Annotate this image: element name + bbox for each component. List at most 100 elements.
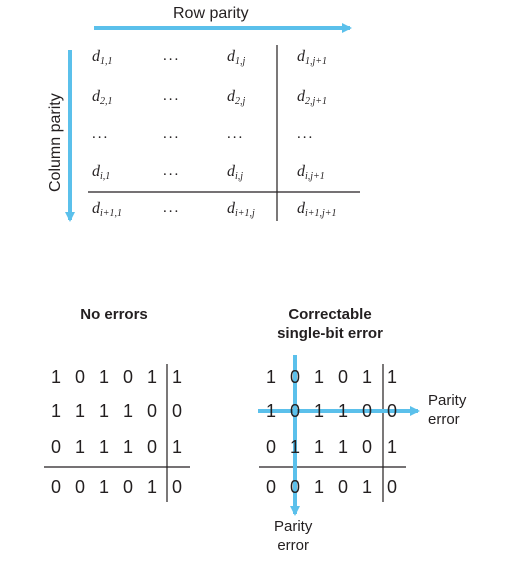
bit-cell: 1 (146, 367, 157, 387)
bit-cell: 1 (50, 401, 61, 421)
bit-cell: 1 (337, 437, 348, 457)
bit-cell: 0 (74, 367, 85, 387)
bit-cell: 1 (74, 437, 85, 457)
bit-cell: 1 (146, 477, 157, 497)
bit-cell: 1 (171, 437, 182, 457)
row-parity-error-line1: Parity (428, 392, 467, 409)
matrix-cell-subscript: 1,1 (100, 56, 113, 67)
bit-cell: 1 (74, 401, 85, 421)
matrix-cell-subscript: i+1,j+1 (305, 208, 337, 219)
row-parity-error-line2: error (428, 410, 460, 428)
bit-cell: 1 (265, 367, 276, 387)
bit-cell: 1 (313, 401, 324, 421)
bit-cell: 0 (386, 477, 397, 497)
bit-cell: 1 (265, 401, 276, 421)
matrix-cell-base: d (297, 88, 305, 105)
bit-cell: 1 (361, 477, 372, 497)
matrix-cell: d2,j+1 (297, 88, 327, 107)
matrix-cell-subscript: i+1,j (235, 208, 255, 219)
row-parity-error-label: Parity error (428, 392, 466, 430)
bit-cell: 0 (146, 401, 157, 421)
matrix-cell-base: d (227, 88, 235, 105)
column-parity-error-line1: Parity (274, 518, 313, 535)
matrix-cell-base: d (297, 163, 305, 180)
matrix-cell-subscript: 2,1 (100, 96, 113, 107)
bit-cell: 1 (337, 401, 348, 421)
matrix-cell-base: d (297, 48, 305, 65)
matrix-cell-base: d (227, 48, 235, 65)
bit-cell: 1 (98, 401, 109, 421)
bit-cell: 0 (74, 477, 85, 497)
bit-cell: 1 (386, 367, 397, 387)
matrix-ellipsis: ... (227, 126, 245, 142)
bit-cell: 1 (171, 367, 182, 387)
matrix-cell-base: d (92, 88, 100, 105)
bit-cell: 0 (386, 401, 397, 421)
matrix-ellipsis: ... (163, 200, 181, 216)
matrix-cell: di+1,j (227, 200, 255, 219)
matrix-cell: di+1,1 (92, 200, 122, 219)
matrix-cell: d1,j (227, 48, 245, 67)
bit-cell: 0 (265, 437, 276, 457)
matrix-ellipsis: ... (92, 126, 110, 142)
matrix-ellipsis: ... (163, 88, 181, 104)
bit-cell: 1 (98, 437, 109, 457)
matrix-cell-base: d (92, 48, 100, 65)
matrix-cell: di+1,j+1 (297, 200, 337, 219)
matrix-cell: d2,j (227, 88, 245, 107)
matrix-ellipsis: ... (163, 48, 181, 64)
matrix-cell-subscript: 2,j+1 (305, 96, 328, 107)
bit-cell: 1 (313, 477, 324, 497)
bit-cell: 0 (337, 367, 348, 387)
bit-cell: 1 (313, 437, 324, 457)
matrix-cell-subscript: i,j+1 (305, 171, 325, 182)
correctable-title-line2: single-bit error (277, 324, 383, 342)
correctable-title: Correctable single-bit error (250, 306, 410, 344)
matrix-cell-subscript: i+1,1 (100, 208, 123, 219)
matrix-cell-subscript: 1,j+1 (305, 56, 328, 67)
bit-cell: 0 (289, 477, 300, 497)
bit-cell: 0 (122, 367, 133, 387)
bit-cell: 0 (289, 401, 300, 421)
matrix-cell-subscript: i,1 (100, 171, 111, 182)
matrix-cell-base: d (92, 163, 100, 180)
matrix-cell-base: d (227, 163, 235, 180)
bit-cell: 0 (171, 401, 182, 421)
bit-cell: 0 (146, 437, 157, 457)
matrix-cell-base: d (227, 200, 235, 217)
row-parity-label: Row parity (173, 5, 249, 22)
matrix-cell: d2,1 (92, 88, 113, 107)
correctable-title-line1: Correctable (288, 306, 372, 323)
matrix-cell-subscript: 2,j (235, 96, 246, 107)
bit-cell: 1 (50, 367, 61, 387)
bit-cell: 0 (50, 477, 61, 497)
bit-cell: 0 (50, 437, 61, 457)
column-parity-label: Column parity (47, 93, 64, 192)
matrix-cell-subscript: 1,j (235, 56, 246, 67)
matrix-cell-subscript: i,j (235, 171, 244, 182)
matrix-cell: d1,1 (92, 48, 113, 67)
matrix-cell-base: d (92, 200, 100, 217)
no-errors-title: No errors (80, 306, 148, 323)
matrix-ellipsis: ... (163, 126, 181, 142)
matrix-cell: d1,j+1 (297, 48, 327, 67)
bit-cell: 0 (361, 437, 372, 457)
matrix-cell: di,j (227, 163, 243, 182)
matrix-ellipsis: ... (297, 126, 315, 142)
column-parity-error-line2: error (277, 536, 309, 554)
matrix-cell-base: d (297, 200, 305, 217)
bit-cell: 1 (361, 367, 372, 387)
bit-cell: 1 (98, 477, 109, 497)
bit-cell: 1 (122, 437, 133, 457)
bit-cell: 0 (361, 401, 372, 421)
bit-cell: 1 (386, 437, 397, 457)
bit-cell: 0 (337, 477, 348, 497)
matrix-cell: di,j+1 (297, 163, 325, 182)
bit-cell: 1 (289, 437, 300, 457)
matrix-cell: di,1 (92, 163, 110, 182)
matrix-ellipsis: ... (163, 163, 181, 179)
bit-cell: 0 (265, 477, 276, 497)
column-parity-error-label: Parity error (274, 518, 312, 556)
bit-cell: 1 (98, 367, 109, 387)
